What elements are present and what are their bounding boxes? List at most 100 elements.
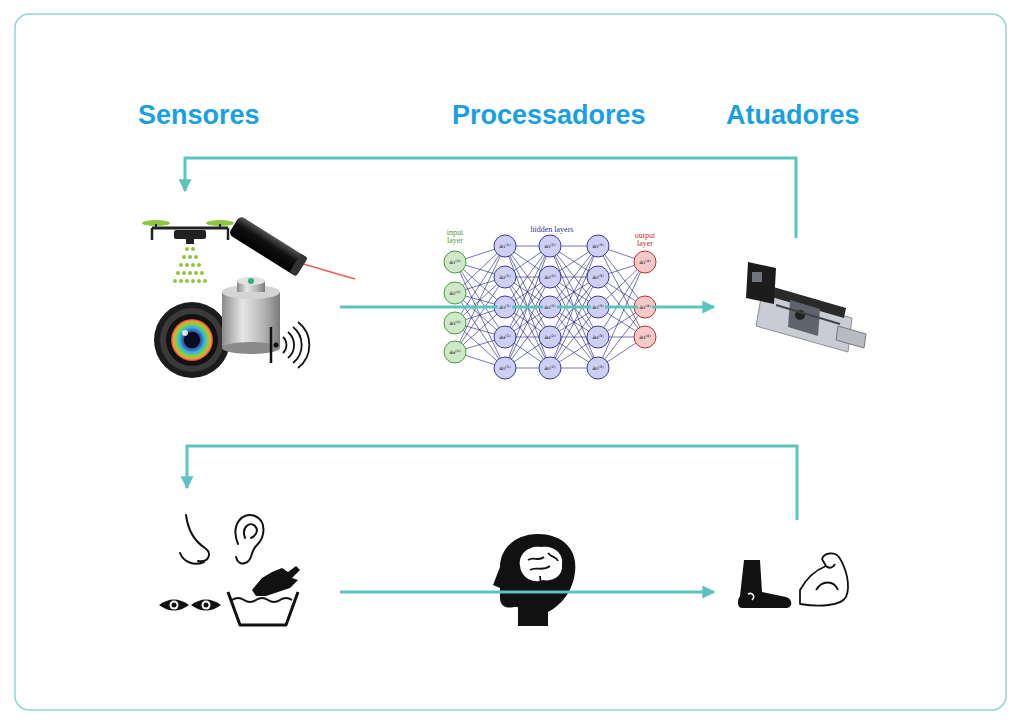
flow-arrow (187, 446, 797, 520)
eyes-icon-part (191, 600, 221, 611)
camera-lens-icon-part (182, 330, 188, 336)
layer-label: hidden layers (512, 226, 592, 234)
camera-lens-icon-part (154, 302, 230, 378)
laser-icon-part (300, 263, 355, 279)
sound-sensor-icon-part (283, 337, 286, 353)
neuron-label: a₁⁽¹⁾ (498, 243, 511, 249)
neuron (444, 251, 466, 273)
flow-arrow (185, 158, 796, 238)
neuron-label: a₁⁽⁴⁾ (638, 259, 651, 265)
layer-label: output layer (629, 232, 661, 249)
drone-icon-part (152, 227, 228, 230)
laser-icon (228, 215, 355, 279)
neuron-label: a₅⁽²⁾ (543, 365, 556, 371)
spray-dots-part (203, 279, 207, 283)
frame (15, 14, 1006, 710)
neuron-label: a₅⁽¹⁾ (498, 365, 511, 371)
eyes-icon-part (172, 603, 177, 608)
spray-dots-part (200, 271, 204, 275)
neuron (494, 357, 516, 379)
spray-dots-part (188, 271, 192, 275)
layer-label: input layer (440, 229, 470, 246)
spray-dots-part (194, 255, 198, 259)
camera-lens-icon-part (166, 314, 218, 366)
neuron (494, 235, 516, 257)
neuron-label: a₂⁽⁴⁾ (638, 304, 651, 310)
neuron (444, 312, 466, 334)
linear-actuator-icon-part (752, 272, 762, 282)
spray-dots-part (197, 279, 201, 283)
bicep-icon-part (800, 553, 848, 605)
network-link (505, 246, 550, 337)
neuron-label: a₄⁽¹⁾ (498, 334, 511, 340)
hand-wash-icon-part (252, 566, 300, 596)
eyes-icon-part (204, 603, 209, 608)
foot-icon-part (748, 593, 754, 600)
spray-dots-part (191, 263, 195, 267)
bicep-icon (800, 553, 848, 605)
head-brain-icon-part (528, 553, 558, 586)
hand-wash-icon-part (232, 598, 292, 602)
column-heading: Sensores (138, 102, 260, 129)
spray-dots-part (182, 271, 186, 275)
spray-dots-part (185, 247, 189, 251)
sound-sensor-icon-part (298, 322, 309, 368)
neuron (634, 326, 656, 348)
flow-arrow (340, 591, 714, 594)
drone-icon-part (151, 228, 154, 240)
spray-dots-part (185, 279, 189, 283)
head-brain-icon-part (493, 534, 575, 626)
network-link (550, 246, 598, 337)
drone-icon-part (227, 228, 230, 240)
spray-dots-part (176, 271, 180, 275)
spray-dots-part (194, 271, 198, 275)
drone-icon-part (219, 224, 221, 228)
network-link (550, 277, 598, 368)
neuron-label: a₁⁽³⁾ (591, 243, 604, 249)
nose-icon-part (180, 553, 204, 564)
sound-sensor-icon (271, 322, 309, 368)
spray-dots-part (173, 279, 177, 283)
bicep-icon-part (826, 564, 835, 568)
head-brain-icon (493, 534, 575, 626)
sound-sensor-icon-part (274, 343, 279, 348)
neuron-label: a₃⁽²⁾ (543, 304, 556, 310)
load-cell-icon-part (248, 278, 254, 284)
drone-icon (142, 220, 234, 283)
neuron (494, 266, 516, 288)
drone-icon-part (155, 224, 157, 228)
spray-dots-part (191, 247, 195, 251)
neuron-label: a₃⁽⁰⁾ (448, 320, 461, 326)
neuron (539, 326, 561, 348)
ear-icon (236, 515, 264, 564)
neuron (587, 326, 609, 348)
network-link (505, 246, 550, 337)
spray-dots-part (179, 263, 183, 267)
drone-icon-part (174, 230, 206, 239)
neuron (444, 282, 466, 304)
spray-dots-part (197, 263, 201, 267)
network-link (550, 277, 598, 368)
column-heading: Atuadores (726, 102, 860, 129)
neuron-label: a₄⁽²⁾ (543, 334, 556, 340)
neuron (587, 266, 609, 288)
hand-wash-icon-part (228, 592, 298, 625)
foot-icon-part (738, 560, 791, 608)
linear-actuator-icon-part (836, 326, 866, 348)
sound-sensor-icon-part (288, 332, 294, 358)
sound-sensor-icon-part (270, 327, 273, 363)
neuron-label: a₃⁽¹⁾ (498, 304, 511, 310)
neuron-label: a₄⁽³⁾ (591, 334, 604, 340)
neuron-label: a₄⁽⁰⁾ (448, 349, 461, 355)
bicep-icon-part (816, 583, 838, 591)
neuron-label: a₂⁽²⁾ (543, 274, 556, 280)
laser-icon-part-part (289, 254, 307, 277)
eyes-icon-part (170, 601, 179, 610)
neuron-label: a₂⁽¹⁾ (498, 274, 511, 280)
nose-icon (180, 515, 209, 564)
sound-sensor-icon-part (293, 327, 302, 363)
neuron (587, 235, 609, 257)
camera-lens-icon-part (160, 308, 224, 372)
linear-actuator-icon (746, 262, 866, 352)
